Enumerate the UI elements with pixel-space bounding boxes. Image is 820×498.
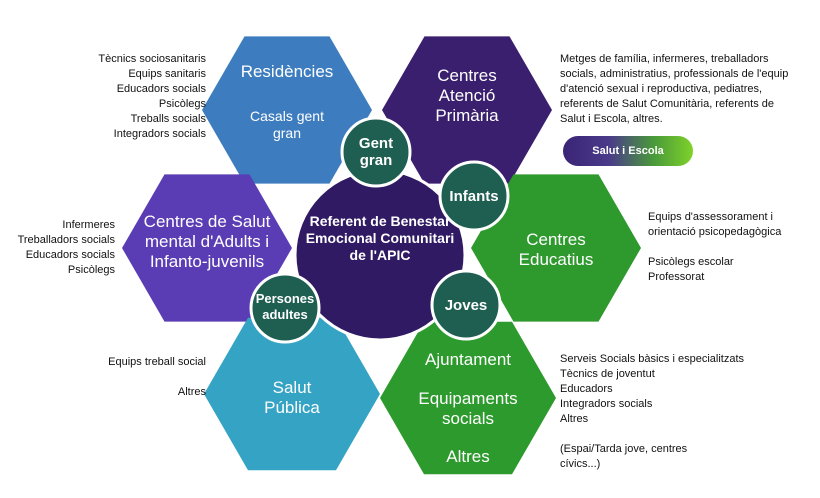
circle-persones-adultes	[249, 272, 321, 344]
list-line: Tècnics sociosanitaris	[98, 53, 206, 65]
list-line: Psicòlegs	[67, 264, 115, 276]
list-line: Treballadors socials	[17, 234, 115, 246]
list-line: Integradors socials	[113, 128, 206, 140]
list-educatius: Equips d'assessorament i orientació psico…	[648, 210, 781, 285]
list-line: Educadors socials	[116, 83, 206, 95]
list-line: cívics...)	[560, 458, 601, 470]
list-line: Psicòlegs	[158, 98, 206, 110]
residencies-title: Residències	[240, 62, 334, 81]
gent-gran-label: Gent gran	[358, 135, 394, 169]
list-line: Tècnics de joventut	[560, 368, 655, 380]
hex-ajuntament	[380, 321, 556, 475]
list-line	[560, 427, 744, 442]
list-line: Educadors	[560, 383, 613, 395]
circle-joves	[430, 269, 502, 341]
persones-adultes-label: Persones adultes	[255, 291, 315, 322]
list-line: (Espai/Tarda jove, centres	[560, 443, 688, 455]
list-line: Equips sanitaris	[128, 68, 206, 80]
list-line: socials, administratius, professionals d…	[560, 68, 789, 80]
list-primaria: Metges de família, infermeres, treballad…	[560, 52, 788, 127]
salut-i-escola-badge: Salut i Escola	[563, 136, 693, 166]
list-line	[108, 370, 206, 385]
residencies-sub: Casals gent gran	[250, 108, 324, 141]
list-line: Equips d'assessorament i	[648, 211, 773, 223]
list-line: Educadors socials	[25, 249, 115, 261]
list-line: referents de Salut Comunitària, referent…	[560, 98, 775, 110]
list-line: Serveis Socials bàsics i especialitzats	[560, 353, 745, 365]
list-line: Psicòlegs escolar	[648, 256, 734, 268]
center-label: Referent de Benestar Emocional Comunitar…	[305, 213, 455, 263]
joves-label: Joves	[444, 297, 488, 314]
list-line: Professorat	[648, 271, 705, 283]
list-line: Salut i Escola, altres.	[560, 113, 663, 125]
infants-label: Infants	[449, 188, 499, 205]
ajuntament-line2: Equipaments socials	[418, 389, 518, 428]
primaria-title: Centres Atenció Primària	[435, 66, 499, 125]
list-line: Altres	[177, 386, 206, 398]
hex-primaria	[382, 36, 552, 184]
hex-educatius	[471, 174, 641, 322]
circle-gent-gran	[340, 116, 412, 188]
list-line	[648, 240, 781, 255]
hex-salut-mental	[122, 174, 292, 322]
hex-residencies	[202, 36, 372, 184]
list-line: Infermeres	[62, 219, 115, 231]
circle-infants	[438, 160, 510, 232]
educatius-title: Centres Educatius	[518, 230, 594, 269]
hex-salut-publica	[204, 317, 380, 471]
list-line: Integradors socials	[560, 398, 653, 410]
list-line: Metges de família, infermeres, treballad…	[560, 53, 769, 65]
ajuntament-line1: Ajuntament	[425, 350, 511, 369]
list-line: orientació psicopedagògica	[648, 226, 782, 238]
list-line: Equips treball social	[108, 356, 206, 368]
list-line: d'atenció sexual i reproductiva, pediatr…	[560, 83, 763, 95]
list-salut-publica: Equips treball social Altres	[108, 355, 206, 400]
salut-mental-title: Centres de Salut mental d'Adults i Infan…	[143, 212, 271, 271]
ajuntament-line3: Altres	[446, 447, 490, 466]
salut-publica-title: Salut Pública	[264, 378, 320, 417]
list-line: Treballs socials	[130, 113, 206, 125]
list-line: Altres	[560, 413, 589, 425]
